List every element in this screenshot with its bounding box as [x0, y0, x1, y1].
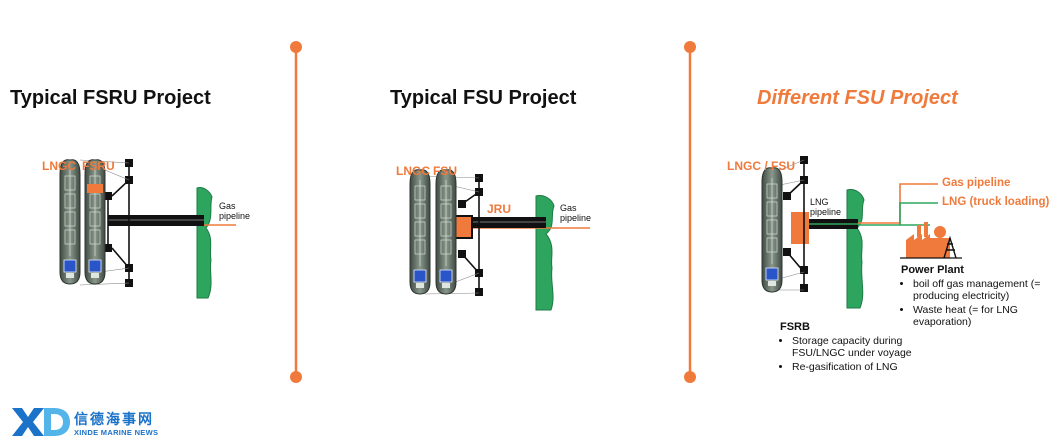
- label-lng-truck-loading: LNG (truck loading): [942, 196, 1050, 208]
- fsu-vessel: [435, 169, 457, 295]
- power-plant-title: Power Plant: [901, 264, 964, 276]
- fsu-diagram: [409, 169, 590, 311]
- label-lng-pipeline: LNG pipeline: [810, 197, 842, 217]
- factory-icon: [900, 222, 962, 259]
- power-plant-info: Power Plant boil off gas management (= p…: [901, 264, 1053, 330]
- label-jru: JRU: [487, 202, 512, 216]
- label-fsu: FSU: [433, 164, 457, 178]
- different-fsu-diagram: [761, 156, 962, 309]
- shoreline: [846, 189, 865, 309]
- lngc-fsu-vessel: [761, 167, 783, 293]
- shoreline: [535, 195, 555, 311]
- fsru-vessel: [84, 159, 106, 285]
- fsrb-info: FSRB Storage capacity during FSU/LNGC un…: [780, 321, 940, 375]
- fsrb-title: FSRB: [780, 321, 810, 333]
- label-gas-pipeline: Gas pipeline: [219, 201, 251, 221]
- xd-logo-mark: [12, 408, 70, 436]
- lngc-vessel: [409, 169, 431, 295]
- label-lngc: LNGC: [396, 164, 430, 178]
- panel-title-fsu: Typical FSU Project: [390, 87, 577, 109]
- logo-chinese-text: 信德海事网: [74, 411, 154, 427]
- lng-truck-line: [858, 202, 938, 226]
- fsrb-bullet: Re-gasification of LNG: [792, 361, 940, 373]
- lngc-vessel: [59, 159, 81, 285]
- fsrb-unit: [791, 212, 809, 244]
- fsrb-bullet: Storage capacity during FSU/LNGC under v…: [792, 335, 940, 359]
- fsru-diagram: [59, 159, 236, 299]
- divider-right: [684, 41, 696, 383]
- divider-left: [290, 41, 302, 383]
- label-fsru: FSRU: [82, 159, 115, 173]
- label-lngc: LNGC: [42, 159, 76, 173]
- power-plant-bullet: Waste heat (= for LNG evaporation): [913, 304, 1053, 328]
- label-lngc-fsu: LNGC / FSU: [727, 159, 795, 173]
- panel-title-different-fsu: Different FSU Project: [757, 87, 958, 109]
- panel-title-fsru: Typical FSRU Project: [10, 87, 211, 109]
- label-gas-pipeline: Gas pipeline: [560, 203, 592, 223]
- shoreline: [196, 187, 213, 299]
- jru-unit: [454, 215, 473, 239]
- label-gas-pipeline-output: Gas pipeline: [942, 177, 1011, 189]
- power-plant-bullet: boil off gas management (= producing ele…: [913, 278, 1053, 302]
- logo-english-text: XINDE MARINE NEWS: [74, 428, 159, 437]
